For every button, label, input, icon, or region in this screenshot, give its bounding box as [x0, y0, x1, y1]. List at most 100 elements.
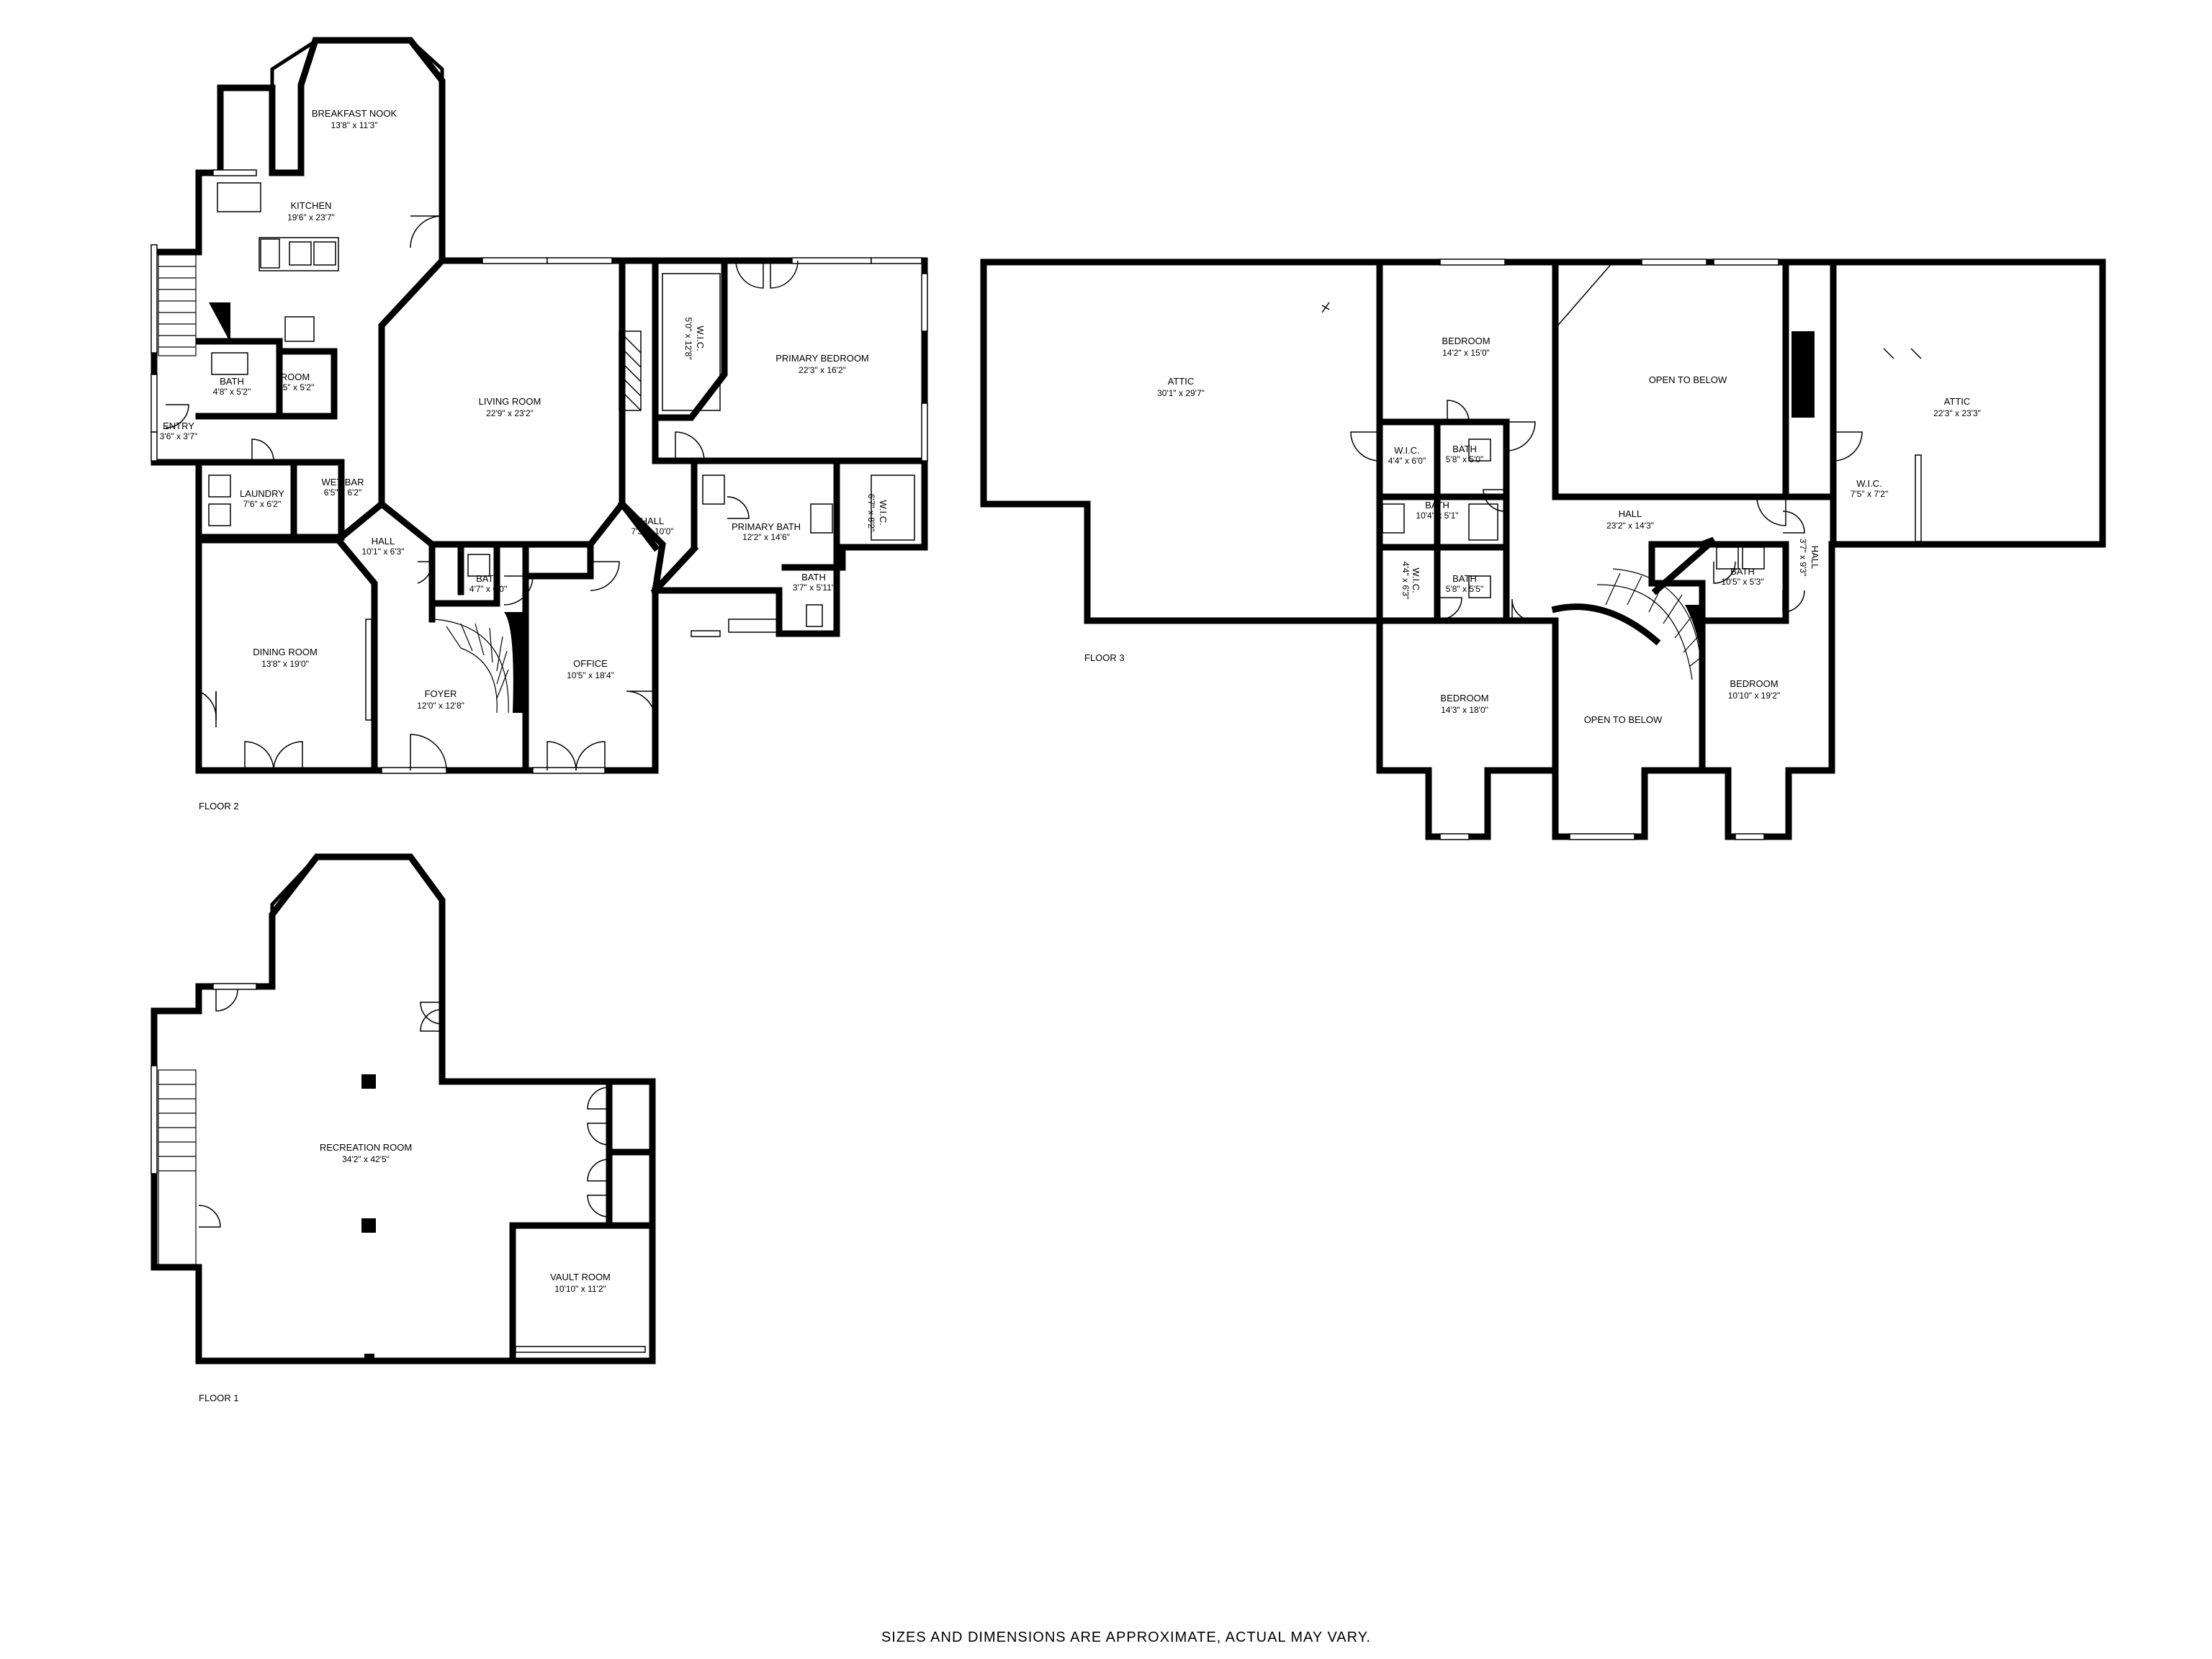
room-label-bath-c: BATH	[1452, 573, 1477, 584]
floor-3-hall-wall	[1551, 536, 1716, 646]
room-dim-bath-a: 5'8" x 5'0"	[1446, 454, 1483, 464]
room-label-open-below-a: OPEN TO BELOW	[1649, 374, 1727, 385]
room-label-bedroom-a: BEDROOM	[1442, 336, 1490, 346]
room-dim-hall-b: 7'3" x 10'0"	[631, 526, 673, 536]
floor-2-doors	[165, 215, 799, 771]
room-label-laundry: LAUNDRY	[240, 488, 284, 499]
room-label-foyer: FOYER	[425, 688, 457, 699]
room-dim-primary-bath: 12'2" x 14'6"	[742, 532, 790, 542]
room-label-wet-bar: WET BAR	[322, 477, 364, 487]
floor-2-living-wall	[378, 256, 626, 595]
floor-label-floor-2: FLOOR 2	[199, 801, 239, 811]
floor-1-bay-window	[270, 854, 445, 917]
floor-1-fixtures	[158, 1069, 376, 1361]
room-dim-room: 5'5" x 5'2"	[276, 382, 314, 392]
room-dim-attic-b: 22'3" x 23'3"	[1933, 408, 1981, 418]
room-dim-wic-a: 4'4" x 6'0"	[1388, 456, 1426, 466]
room-dim-wic-b: 4'4" x 6'3"	[1401, 562, 1411, 599]
floor-2-labels: BREAKFAST NOOK 13'8" x 11'3" KITCHEN 19'…	[160, 108, 889, 811]
room-label-office: OFFICE	[573, 658, 608, 669]
floor-3-attic-a-wall	[980, 258, 1383, 624]
floor-1-plan: RECREATION ROOM 34'2" x 42'5" VAULT ROOM…	[150, 853, 656, 1403]
room-label-bath-d: BATH	[1730, 566, 1755, 577]
room-dim-wic-a: 5'0" x 12'8"	[683, 317, 693, 359]
room-label-recreation-room: RECREATION ROOM	[320, 1142, 412, 1153]
floor-2-stairs	[158, 254, 526, 714]
floor-2-bay-window	[270, 37, 444, 90]
room-dim-wic-c: 7'5" x 7'2"	[1851, 489, 1888, 499]
floor-2-fixtures	[208, 182, 915, 633]
room-label-bath-b: BATH	[1425, 500, 1449, 511]
floor-3-labels: ATTIC 30'1" x 29'7" BEDROOM 14'2" x 15'0…	[1084, 336, 1981, 725]
room-label-bedroom-b: BEDROOM	[1440, 693, 1488, 703]
floor-3-fixtures	[1321, 261, 1922, 680]
room-dim-hall-b: 3'7" x 9'3"	[1798, 539, 1808, 576]
floor-2-plan: BREAKFAST NOOK 13'8" x 11'3" KITCHEN 19'…	[150, 37, 928, 811]
room-label-wic-a: W.I.C.	[695, 325, 706, 351]
room-label-bath: BATH	[220, 376, 244, 387]
room-dim-hall: 10'1" x 6'3"	[361, 547, 404, 557]
room-label-primary-bath: PRIMARY BATH	[732, 521, 801, 532]
room-label-breakfast-nook: BREAKFAST NOOK	[312, 108, 397, 119]
room-dim-bedroom-c: 10'10" x 19'2"	[1728, 691, 1781, 701]
floor-3-plan: ATTIC 30'1" x 29'7" BEDROOM 14'2" x 15'0…	[980, 258, 2106, 840]
room-dim-laundry: 7'6" x 6'2"	[243, 499, 281, 509]
room-label-entry: ENTRY	[163, 421, 194, 431]
room-label-bath-c: BATH	[476, 573, 500, 584]
room-dim-vault-room: 10'10" x 11'2"	[554, 1284, 606, 1294]
room-label-bath-b: BATH	[801, 572, 826, 583]
room-label-open-below-b: OPEN TO BELOW	[1584, 714, 1663, 725]
room-dim-entry: 3'6" x 3'7"	[160, 431, 197, 441]
room-label-hall-b: HALL	[641, 516, 665, 526]
room-label-bedroom-c: BEDROOM	[1730, 678, 1778, 689]
floor-1-doors	[198, 989, 610, 1228]
room-label-kitchen: KITCHEN	[290, 200, 331, 211]
floor-1-vault-wall	[509, 1078, 656, 1364]
floor-3-windows	[1439, 258, 1922, 840]
room-dim-bedroom-a: 14'2" x 15'0"	[1442, 348, 1490, 358]
floor-3-partition-wall	[1376, 258, 1837, 774]
floor-2-primary-suite-wall	[650, 257, 928, 595]
room-dim-bath-c: 4'7" x 6'0"	[469, 584, 507, 594]
room-label-wic-a: W.I.C.	[1394, 445, 1419, 456]
room-dim-foyer: 12'0" x 12'8"	[417, 701, 464, 711]
floor-3-doors	[1350, 400, 1863, 621]
room-dim-dining-room: 13'8" x 19'0"	[261, 659, 309, 669]
room-dim-kitchen: 19'6" x 23'7"	[287, 212, 335, 222]
disclaimer: SIZES AND DIMENSIONS ARE APPROXIMATE, AC…	[881, 1629, 1371, 1645]
room-dim-wet-bar: 6'5" x 6'2"	[324, 487, 361, 498]
floor-1-windows	[150, 983, 646, 1353]
room-dim-office: 10'5" x 18'4"	[567, 670, 614, 680]
room-dim-bedroom-b: 14'3" x 18'0"	[1441, 705, 1488, 715]
floor-2-kitchen-wall	[195, 338, 345, 541]
room-label-hall-b: HALL	[1809, 546, 1820, 570]
room-label-attic-a: ATTIC	[1168, 376, 1195, 387]
room-label-wic-b: W.I.C.	[878, 500, 889, 525]
room-label-hall-a: HALL	[1619, 508, 1642, 519]
room-dim-hall-a: 23'2" x 14'3"	[1606, 521, 1654, 531]
room-label-bath-a: BATH	[1452, 444, 1477, 454]
room-dim-bath-d: 10'5" x 5'3"	[1721, 577, 1763, 587]
floor-2-hall-wall	[195, 499, 500, 774]
room-dim-bath-b: 3'7" x 5'11"	[793, 583, 835, 593]
floor-2-hall-b-wall	[617, 499, 699, 595]
room-label-vault-room: VAULT ROOM	[550, 1272, 611, 1282]
room-dim-breakfast-nook: 13'8" x 11'3"	[331, 120, 378, 130]
floor-label-floor-3: FLOOR 3	[1084, 652, 1125, 663]
room-label-hall: HALL	[372, 536, 395, 547]
room-dim-primary-bedroom: 22'3" x 16'2"	[799, 365, 846, 375]
room-dim-wic-b: 6'7" x 8'2"	[866, 494, 876, 531]
room-dim-recreation-room: 34'2" x 42'5"	[342, 1154, 390, 1164]
room-label-room: ROOM	[281, 372, 310, 382]
room-label-wic-c: W.I.C.	[1856, 478, 1881, 489]
room-label-living-room: LIVING ROOM	[479, 396, 541, 407]
room-dim-bath-b: 10'4" x 5'1"	[1416, 511, 1458, 521]
floor-2-windows	[150, 169, 928, 774]
room-dim-attic-a: 30'1" x 29'7"	[1157, 388, 1205, 398]
room-dim-bath: 4'8" x 5'2"	[213, 387, 251, 397]
floor-label-floor-1: FLOOR 1	[199, 1393, 239, 1403]
room-dim-living-room: 22'9" x 23'2"	[486, 408, 534, 418]
room-label-dining-room: DINING ROOM	[253, 647, 318, 657]
floor-1-labels: RECREATION ROOM 34'2" x 42'5" VAULT ROOM…	[199, 1142, 611, 1403]
